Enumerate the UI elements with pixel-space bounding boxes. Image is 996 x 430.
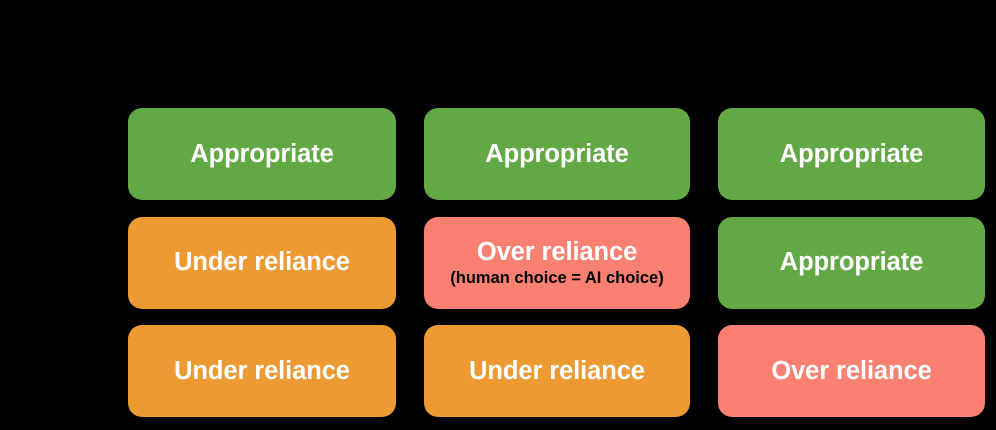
- matrix-cell-r3c2: Under reliance: [424, 325, 690, 417]
- matrix-cell-r2c2: Over reliance (human choice = AI choice): [424, 216, 690, 309]
- matrix-cell-r2c1: Under reliance: [128, 216, 396, 309]
- matrix-cell-label: Under reliance: [174, 248, 350, 277]
- matrix-cell-label: Under reliance: [174, 356, 350, 385]
- matrix-cell-r1c3: Appropriate: [718, 108, 985, 200]
- matrix-cell-label: Appropriate: [779, 248, 924, 277]
- reliance-matrix-grid: Appropriate Appropriate Appropriate Unde…: [128, 108, 985, 417]
- matrix-cell-r2c3: Appropriate: [718, 216, 985, 309]
- matrix-cell-r3c1: Under reliance: [128, 325, 396, 417]
- matrix-cell-label: Appropriate: [485, 139, 629, 168]
- matrix-cell-r1c1: Appropriate: [128, 108, 396, 200]
- matrix-cell-label: Appropriate: [779, 139, 924, 168]
- matrix-cell-label: Under reliance: [469, 356, 645, 385]
- matrix-cell-r3c3: Over reliance: [718, 325, 985, 417]
- matrix-cell-label: Appropriate: [190, 139, 334, 168]
- matrix-cell-sublabel: (human choice = AI choice): [450, 268, 664, 287]
- matrix-cell-r1c2: Appropriate: [424, 108, 690, 200]
- matrix-cell-label: Over reliance: [771, 356, 932, 385]
- matrix-cell-label: Over reliance: [476, 238, 638, 267]
